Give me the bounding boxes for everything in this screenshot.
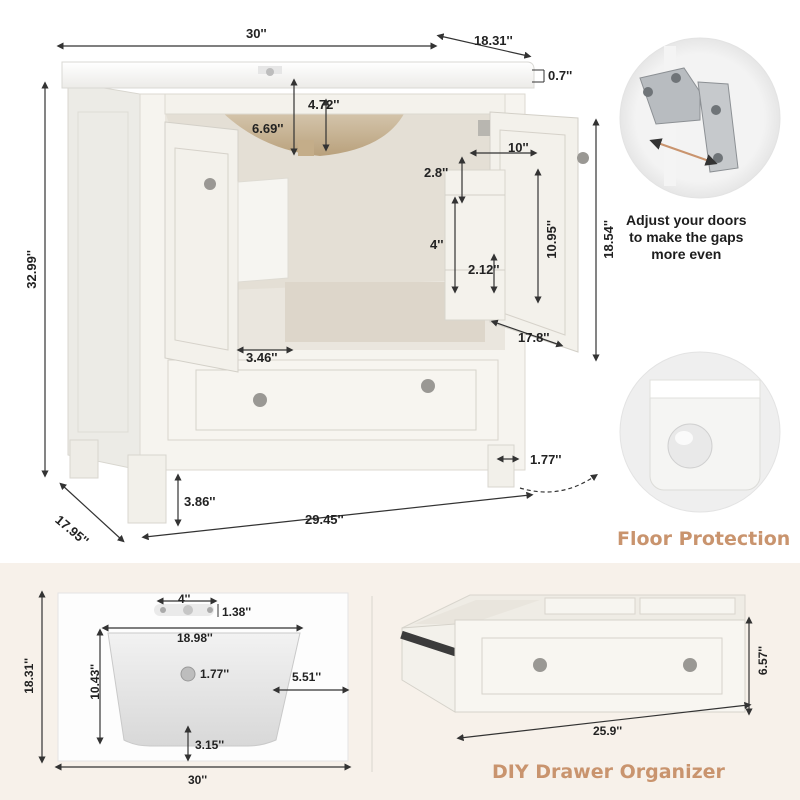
shelf-lower-gap-label: 2.12'' (468, 262, 500, 277)
faucet-hole-label: 1.38'' (222, 605, 252, 619)
door-offset-label: 3.46'' (246, 350, 278, 365)
sink-top-view (57, 592, 349, 762)
drain-label: 1.77'' (200, 667, 230, 681)
top-thickness-label: 0.7'' (548, 68, 573, 83)
hinge-note-line-3: more even (651, 246, 722, 262)
drawer-organizer-caption: DIY Drawer Organizer (492, 761, 725, 783)
sink-width-label: 30'' (188, 773, 208, 787)
basin-width-label: 18.98'' (177, 631, 213, 645)
countertop (61, 61, 535, 89)
drawer-height-label: 6.57'' (756, 646, 770, 676)
faucet-spacing-label: 4'' (178, 592, 191, 606)
sink-depth-label: 18.31'' (22, 658, 36, 694)
drawer-width-label: 25.9'' (593, 724, 623, 738)
interior-depth-label: 17.8'' (518, 330, 550, 345)
interior-height-label: 18.54'' (601, 220, 616, 259)
hinge-note-line-1: Adjust your doors (626, 212, 747, 228)
shelf-width-label: 10'' (508, 140, 529, 155)
basin-depth-label: 6.69'' (252, 121, 284, 136)
sink-basin-depth-label: 10.43'' (88, 664, 102, 700)
base-width-label: 29.45'' (305, 512, 344, 527)
front-margin-label: 3.15'' (195, 738, 225, 752)
shelf-spacing-label: 4'' (430, 237, 444, 252)
drawer-organizer (400, 594, 746, 713)
hinge-note: Adjust your doors to make the gaps more … (626, 212, 747, 263)
right-door (444, 111, 589, 353)
floor-protection-caption: Floor Protection (617, 528, 791, 550)
leg-height-label: 3.86'' (184, 494, 216, 509)
side-margin-label: 5.51'' (292, 670, 322, 684)
apron-height-label: 4.72'' (308, 97, 340, 112)
left-door (164, 121, 289, 373)
shelf-top-gap-label: 2.8'' (424, 165, 449, 180)
hinge-note-line-2: to make the gaps (629, 229, 744, 245)
foot-width-label: 1.77'' (530, 452, 562, 467)
total-height-label: 32.99'' (24, 250, 39, 289)
top-depth-label: 18.31'' (474, 33, 513, 48)
hinge-detail (619, 37, 781, 199)
floor-protection-detail (619, 351, 781, 513)
width-label: 30'' (246, 26, 267, 41)
shelf-height-label: 10.95'' (544, 220, 559, 259)
